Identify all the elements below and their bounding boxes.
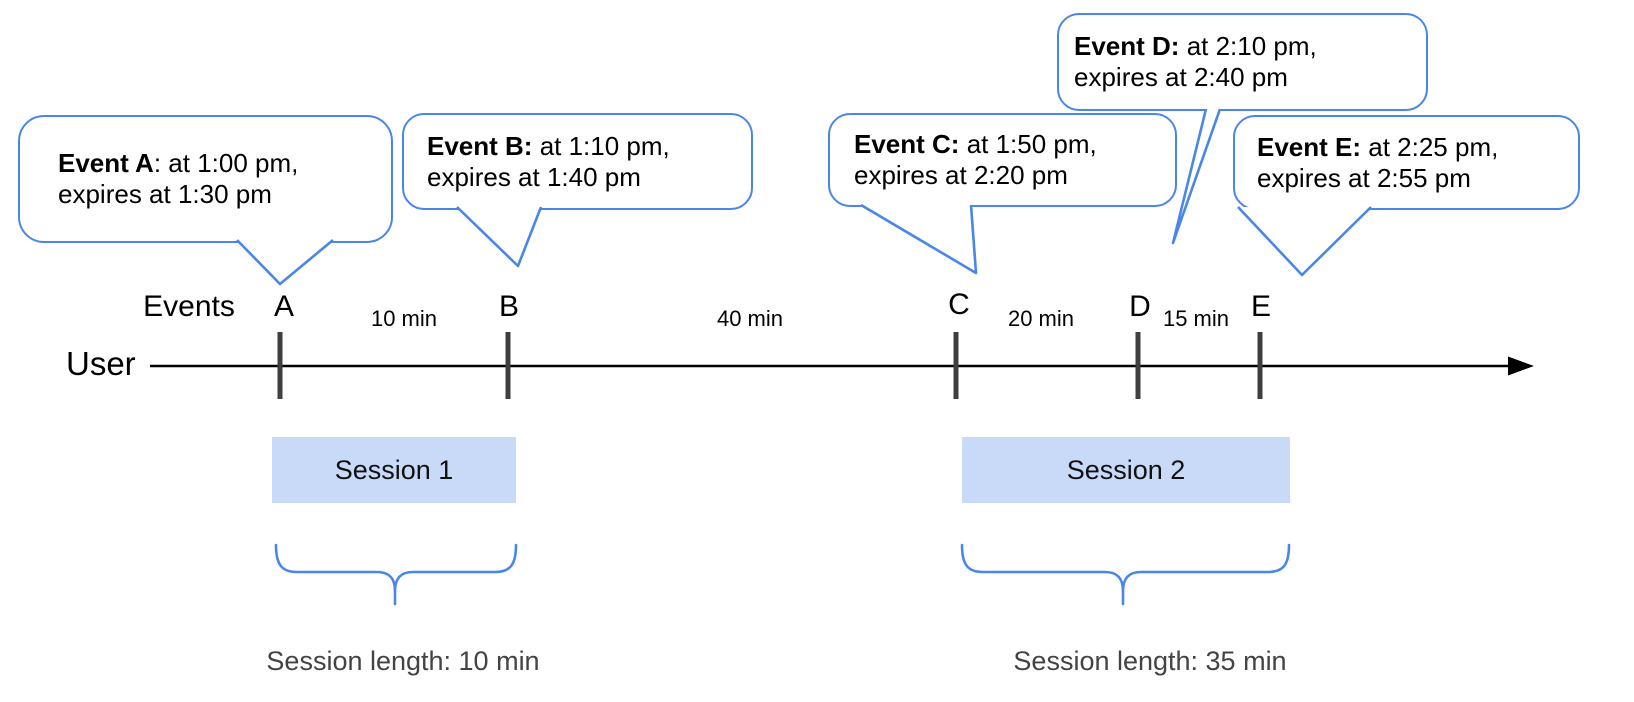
event-bubble-e: Event E: at 2:25 pm, expires at 2:55 pm xyxy=(1233,115,1580,210)
event-mark-d: D xyxy=(1129,290,1151,323)
gap-label-c-d: 20 min xyxy=(1007,306,1075,331)
bubble-a-line1: Event A: at 1:00 pm, xyxy=(58,148,299,178)
session-2-box: Session 2 xyxy=(962,437,1290,503)
session-1-brace xyxy=(274,543,518,606)
event-tick-b xyxy=(505,332,511,399)
session-1-box: Session 1 xyxy=(272,437,516,503)
session-2-label: Session 2 xyxy=(1066,454,1186,485)
gap-label-b-c: 40 min xyxy=(716,306,784,331)
event-tick-d xyxy=(1135,332,1141,399)
gap-label-a-b: 10 min xyxy=(370,306,438,331)
events-axis-label: Events xyxy=(143,290,235,323)
event-mark-c: C xyxy=(948,288,970,321)
event-mark-e: E xyxy=(1250,290,1272,323)
event-bubble-a: Event A: at 1:00 pm, expires at 1:30 pm xyxy=(18,115,393,243)
event-bubble-b: Event B: at 1:10 pm, expires at 1:40 pm xyxy=(402,113,753,210)
bubble-d-line1: Event D: at 2:10 pm, xyxy=(1074,31,1317,61)
bubble-c-line2: expires at 2:20 pm xyxy=(854,160,1068,190)
event-tick-e xyxy=(1257,332,1263,399)
user-axis-label: User xyxy=(66,345,136,382)
event-tick-a xyxy=(277,332,283,399)
event-bubble-d: Event D: at 2:10 pm, expires at 2:40 pm xyxy=(1057,13,1428,111)
event-bubble-c: Event C: at 1:50 pm, expires at 2:20 pm xyxy=(828,113,1177,207)
bubble-c-line1: Event C: at 1:50 pm, xyxy=(854,129,1097,159)
session-1-length-label: Session length: 10 min xyxy=(266,646,540,676)
session-2-length-label: Session length: 35 min xyxy=(1013,646,1287,676)
session-1-label: Session 1 xyxy=(334,454,454,485)
axis-arrowhead-icon xyxy=(1508,356,1534,376)
gap-label-d-e: 15 min xyxy=(1162,306,1230,331)
bubble-e-line2: expires at 2:55 pm xyxy=(1257,162,1471,193)
bubble-a-line2: expires at 1:30 pm xyxy=(58,179,272,209)
bubble-e-line1: Event E: at 2:25 pm, xyxy=(1257,131,1499,162)
event-mark-b: B xyxy=(498,290,520,323)
bubble-b-line1: Event B: at 1:10 pm, xyxy=(427,130,670,161)
event-tick-c xyxy=(953,332,959,399)
session-2-brace xyxy=(960,543,1291,606)
bubble-d-line2: expires at 2:40 pm xyxy=(1074,62,1288,92)
event-mark-a: A xyxy=(273,290,295,323)
bubble-b-line2: expires at 1:40 pm xyxy=(427,161,641,192)
